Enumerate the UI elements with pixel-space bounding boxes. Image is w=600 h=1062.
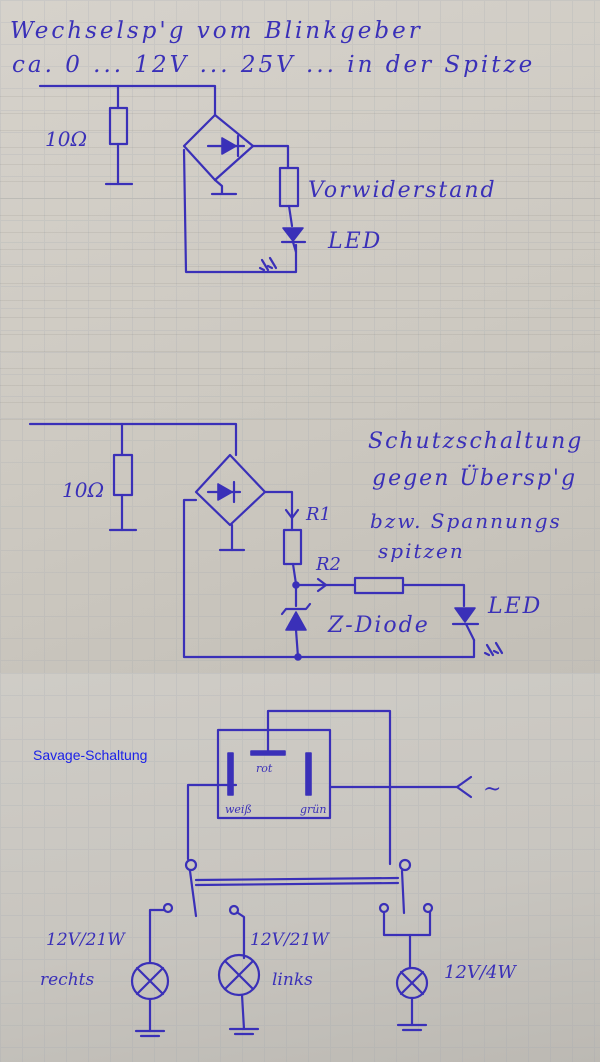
switch-pivot-right — [398, 858, 412, 872]
c2-r1-label: R1 — [305, 504, 331, 525]
contact-rot — [250, 750, 286, 756]
c2-r1-resistor — [282, 528, 303, 566]
c1-series-resistor — [278, 166, 300, 208]
header-line-2: ca. 0 ... 12V ... 25V ... in der Spitze — [12, 52, 535, 78]
page-gridlines-2 — [0, 673, 600, 1062]
indicator-bridge-wire — [382, 910, 432, 937]
switch-blade-right — [400, 869, 406, 915]
ac-symbol: ~ — [483, 777, 501, 802]
c1-output-wire — [251, 144, 290, 170]
c2-note-line-4: spitzen — [378, 539, 465, 563]
lamp-left-label: links — [272, 970, 313, 990]
c2-r2-label: R2 — [315, 554, 341, 575]
c2-led-light-arrows — [483, 641, 504, 657]
c2-note-line-2: gegen Übersp'g — [372, 464, 577, 491]
circuit-1: 10Ω Vorwiderstand LED — [38, 84, 497, 274]
c2-note-line-1: Schutzschaltung — [368, 429, 583, 454]
page-bleed-through — [0, 90, 600, 420]
notebook-page-2: rot weiß grün ~ — [0, 673, 600, 1062]
c2-top-wire — [28, 422, 238, 457]
c1-led-symbol — [282, 227, 304, 242]
lamp-left — [217, 953, 261, 1036]
switch-link-2 — [194, 881, 400, 887]
c2-zener-label: Z-Diode — [327, 613, 430, 638]
c2-bridge-rectifier — [194, 453, 267, 527]
c2-return-wire — [182, 498, 476, 659]
lamp-left-rating: 12V/21W — [250, 930, 330, 950]
c1-series-resistor-label: Vorwiderstand — [308, 178, 497, 203]
notebook-page: Wechselsp'g vom Blinkgeber ca. 0 ... 12V… — [0, 0, 600, 673]
c2-shunt-resistor — [112, 453, 134, 497]
c1-led-light-arrows — [258, 256, 278, 272]
contact-weiss-label: weiß — [225, 803, 252, 816]
c2-resistor-label: 10Ω — [62, 478, 104, 502]
c1-shunt-resistor — [108, 106, 129, 146]
savage-title: Savage-Schaltung — [33, 747, 148, 763]
wire-to-lamp-left — [236, 911, 246, 960]
c2-note-line-3: bzw. Spannungs — [370, 509, 562, 533]
savage-circuit: rot weiß grün ~ — [40, 709, 517, 1038]
c1-resistor-label: 10Ω — [45, 127, 87, 151]
wire-to-lamp-right — [148, 908, 166, 965]
switch-link-1 — [194, 876, 400, 882]
c2-led-symbol — [454, 607, 476, 623]
lamp-indicator — [395, 966, 429, 1032]
switch-blade-left — [188, 869, 198, 918]
contact-rot-label: rot — [256, 762, 273, 775]
relay-housing — [216, 728, 332, 820]
relay-left-lead — [186, 783, 238, 861]
c2-led-label: LED — [487, 594, 542, 619]
ac-input-terminal — [455, 775, 473, 799]
c1-return-wire — [182, 148, 298, 274]
lamp-right-label: rechts — [40, 970, 94, 990]
c1-led-label: LED — [327, 229, 382, 254]
lamp-right-rating: 12V/21W — [46, 930, 126, 950]
c2-current-arrow-1 — [284, 508, 300, 520]
contact-gruen — [305, 752, 312, 796]
contact-weiss — [227, 752, 234, 796]
lamp-indicator-rating: 12V/4W — [444, 962, 517, 983]
c2-r2-resistor — [353, 576, 405, 595]
c1-bridge-ground-lead — [213, 178, 224, 195]
switch-pivot-left — [184, 858, 198, 872]
c1-bridge-rectifier — [182, 113, 255, 182]
c2-zener-diode — [285, 611, 307, 631]
c1-top-wire — [38, 84, 217, 117]
lamp-right — [130, 961, 170, 1038]
header-line-1: Wechselsp'g vom Blinkgeber — [10, 18, 423, 44]
contact-gruen-label: grün — [300, 803, 326, 816]
circuit-2: 10Ω R1 R2 — [28, 422, 583, 661]
handwritten-circuits: Wechselsp'g vom Blinkgeber ca. 0 ... 12V… — [10, 18, 583, 661]
c2-current-arrow-2 — [316, 577, 328, 593]
